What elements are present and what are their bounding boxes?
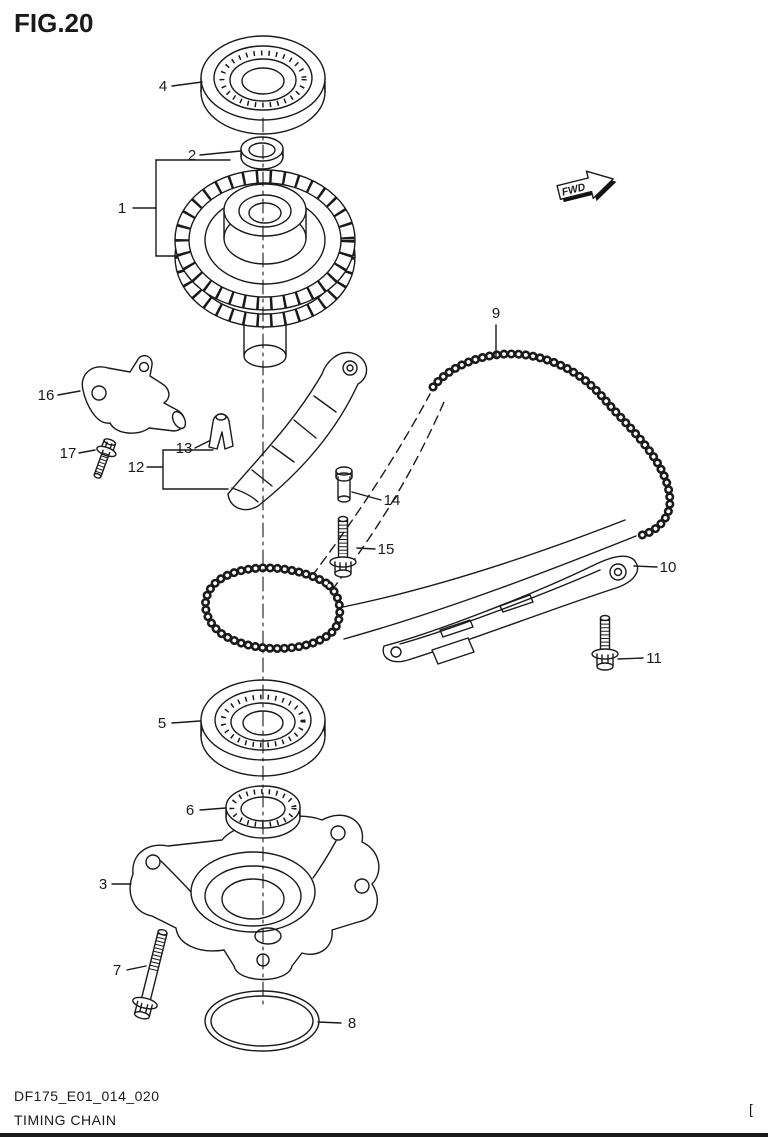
part-label-16: 16 xyxy=(38,387,55,404)
part-label-10: 10 xyxy=(660,559,677,576)
part-label-2: 2 xyxy=(188,147,196,164)
part-label-1: 1 xyxy=(118,200,126,217)
leader-line-5 xyxy=(171,720,201,724)
part-label-13: 13 xyxy=(176,440,193,457)
leader-line-4 xyxy=(171,81,203,87)
part-label-17: 17 xyxy=(60,445,77,462)
figure-caption: TIMING CHAIN xyxy=(14,1112,116,1128)
part-label-8: 8 xyxy=(348,1015,356,1032)
leader-line-13 xyxy=(194,440,210,449)
bolt-11-drawing xyxy=(591,614,619,671)
chain-guide-12-drawing xyxy=(227,351,368,511)
chain-guide-10-drawing xyxy=(382,555,639,665)
leader-line-2 xyxy=(199,150,242,156)
bearing-4-drawing xyxy=(200,35,326,135)
fwd-label: FWD xyxy=(561,181,588,199)
fwd-arrow-icon xyxy=(556,170,614,201)
leader-line-16 xyxy=(57,390,81,396)
leader-line-15 xyxy=(356,547,376,550)
bolt-15-drawing xyxy=(329,515,357,578)
part-label-3: 3 xyxy=(99,876,107,893)
part-label-5: 5 xyxy=(158,715,166,732)
bolt-7-drawing xyxy=(132,928,168,1020)
part-labels: 4 2 1 16 17 13 12 14 15 9 10 11 5 6 3 7 … xyxy=(38,78,677,1032)
leader-line-6 xyxy=(199,807,227,811)
figure-title: FIG.20 xyxy=(14,8,93,38)
housing-3-drawing xyxy=(129,814,380,981)
bolt-17-drawing xyxy=(93,438,117,479)
fwd-marker: FWD xyxy=(556,170,617,203)
leader-line-10 xyxy=(633,565,658,568)
corner-bracket: [ xyxy=(749,1101,753,1117)
leader-line-14 xyxy=(351,491,382,501)
bottom-border xyxy=(0,1133,768,1137)
figure-code: DF175_E01_014_020 xyxy=(14,1088,160,1104)
leader-lines xyxy=(57,81,658,1024)
leader-line-7 xyxy=(126,965,147,971)
leader-line-8 xyxy=(317,1021,342,1024)
part-label-7: 7 xyxy=(113,962,121,979)
timing-chain-9-drawing xyxy=(201,349,675,653)
part-label-14: 14 xyxy=(384,492,401,509)
o-ring-8-drawing xyxy=(204,990,320,1052)
clip-13-drawing xyxy=(208,413,234,450)
gear-shaft-stub xyxy=(243,321,287,368)
leader-line-11 xyxy=(617,657,644,660)
dowel-14-drawing xyxy=(335,466,353,503)
part-label-12: 12 xyxy=(128,459,145,476)
part-label-15: 15 xyxy=(378,541,395,558)
tensioner-adjuster-16-drawing xyxy=(81,354,187,434)
part-label-9: 9 xyxy=(492,305,500,322)
leader-line-17 xyxy=(78,449,96,454)
spacer-2-drawing xyxy=(240,136,284,170)
timing-gear-1-drawing xyxy=(174,169,356,328)
part-label-4: 4 xyxy=(159,78,167,95)
part-label-11: 11 xyxy=(646,650,662,667)
part-label-6: 6 xyxy=(186,802,194,819)
